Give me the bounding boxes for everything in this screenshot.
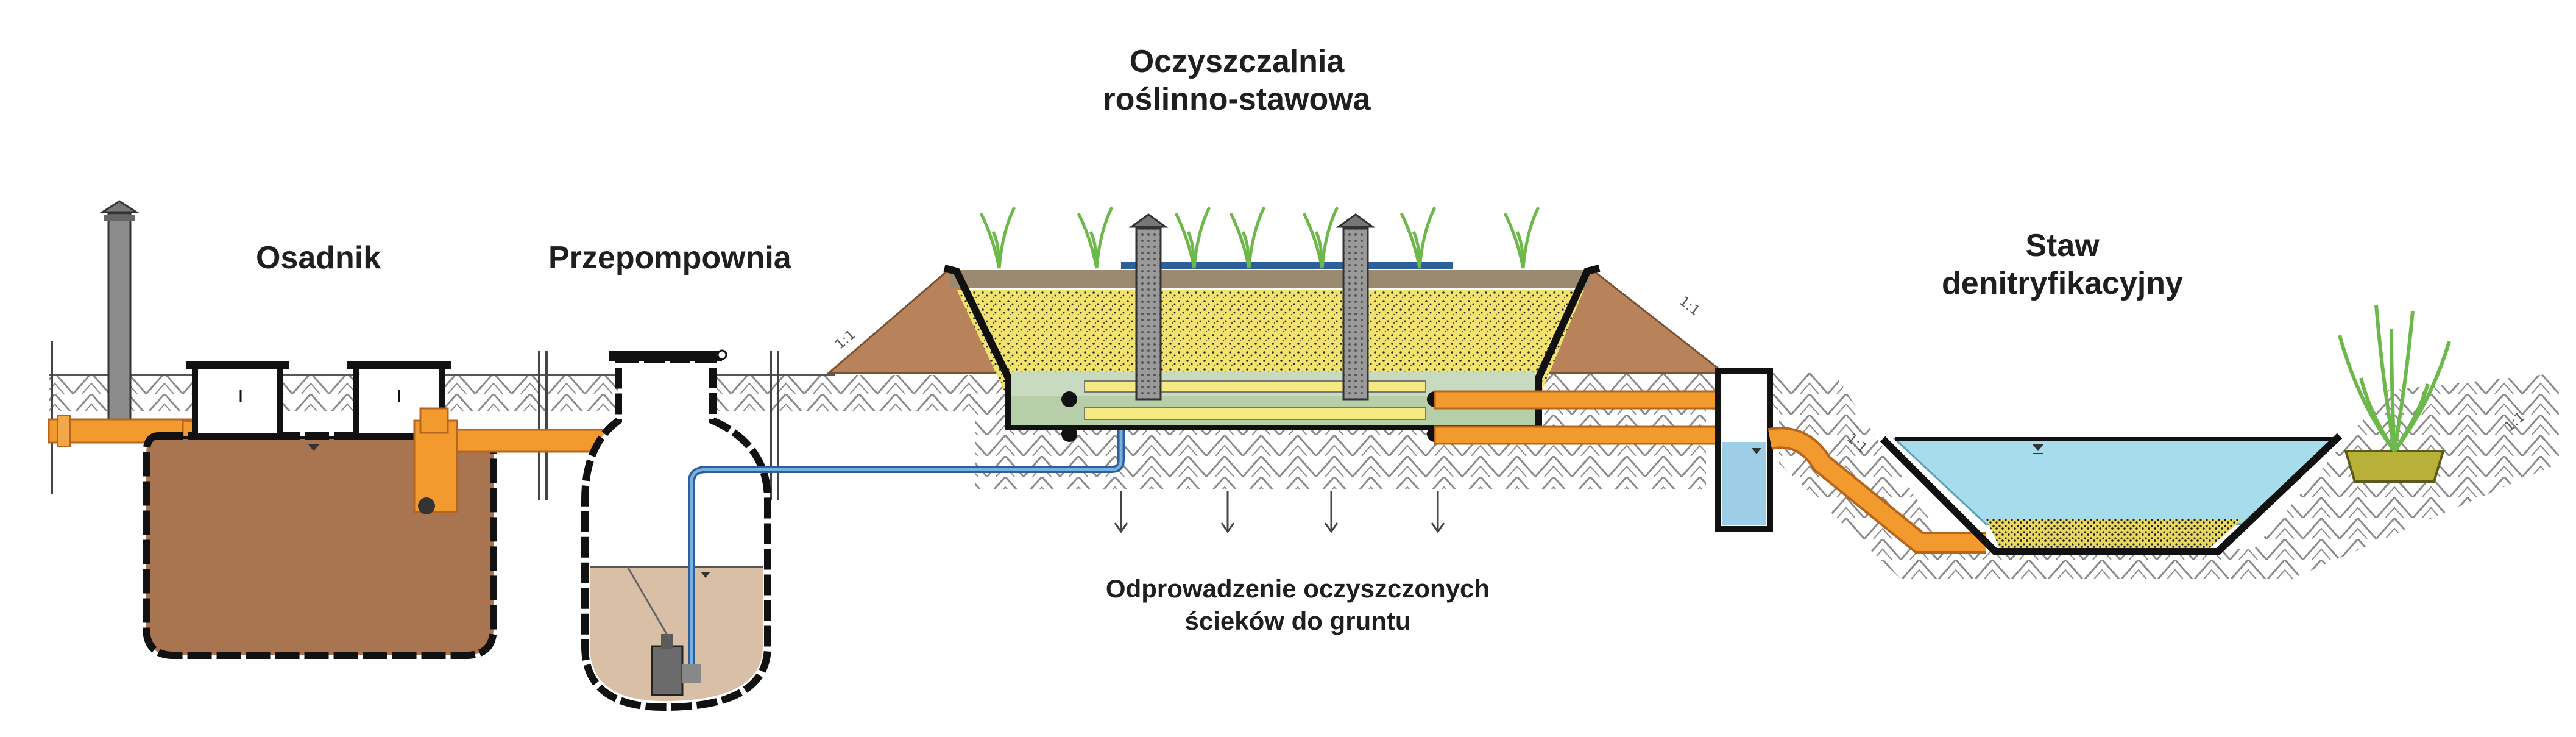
przepompownia-station [581,349,1125,711]
control-well [1715,368,1773,532]
vent-pipe [107,212,132,428]
pond-plants [2338,304,2451,452]
label-oczyszczalnia-line1: Oczyszczalnia [1129,44,1345,79]
label-staw-line2: denitryfikacyjny [1942,266,2183,302]
label-osadnik: Osadnik [256,240,381,276]
label-staw: Staw denitryfikacyjny [1925,227,2199,303]
label-staw-line1: Staw [2025,228,2100,263]
label-oczyszczalnia: Oczyszczalnia roślinno-stawowa [1036,43,1438,119]
staw-pond [1767,304,2451,555]
label-odprowadzenie: Odprowadzenie oczyszczonych ścieków do g… [1091,573,1505,637]
wetland-bed [826,206,1727,533]
wetland-plants [979,206,1540,269]
label-przepompownia: Przepompownia [548,240,791,276]
label-odprowadzenie-line2: ścieków do gruntu [1184,606,1411,635]
osadnik-tank [48,200,647,659]
label-oczyszczalnia-line2: roślinno-stawowa [1103,82,1371,118]
label-odprowadzenie-line1: Odprowadzenie oczyszczonych [1105,574,1490,603]
